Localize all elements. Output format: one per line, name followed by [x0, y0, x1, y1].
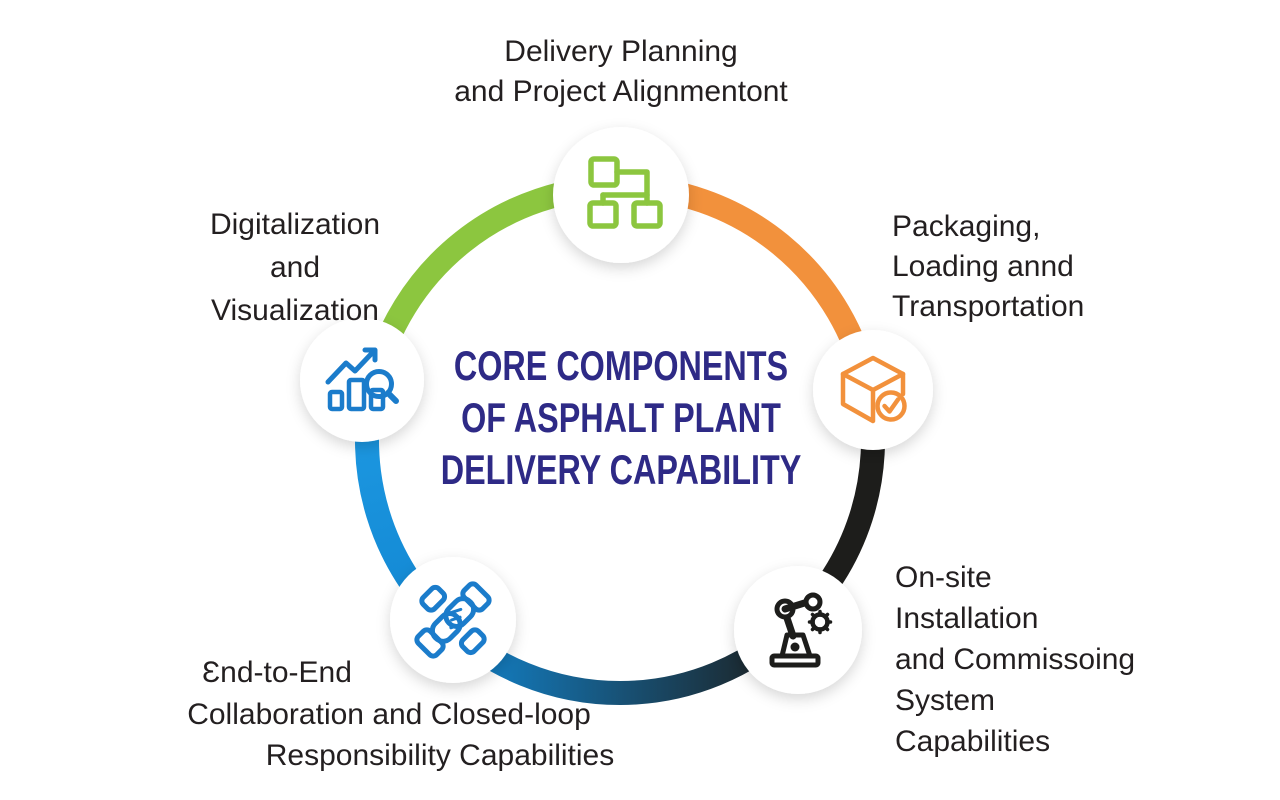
label-delivery-planning: Delivery Planning and Project Alignmento… [454, 32, 788, 112]
handshake-icon [414, 581, 492, 659]
label-end-to-end-line3: Responsibility Capabilities [265, 739, 615, 772]
label-packaging: Packaging, Loading annd Transportation [892, 207, 1084, 327]
diagram-title-line: CORE COMPONENTS [453, 342, 789, 389]
label-line: Visualization [211, 294, 379, 327]
label-line: and Commissoing [895, 643, 1136, 676]
label-line: System [895, 684, 996, 717]
analytics-magnifier-icon [325, 347, 399, 412]
diagram-title-line: DELIVERY CAPABILITY [440, 446, 802, 493]
label-end-to-end-line1: Ɛnd-to-End [202, 656, 352, 689]
label-line: and [269, 251, 321, 284]
sitemap-icon [587, 156, 663, 229]
label-line: Digitalization [209, 208, 381, 241]
label-line: Delivery Planning [504, 35, 738, 68]
label-line: Transportation [892, 290, 1085, 323]
label-line: Loading annd [892, 250, 1074, 283]
label-digitalization: Digitalization and Visualization [210, 203, 380, 332]
node-circle-onsite [734, 566, 862, 694]
label-onsite-installation: On-site Installation and Commissoing Sys… [895, 557, 1135, 762]
label-line: and Project Alignmentont [454, 75, 788, 108]
label-line: Installation [895, 602, 1039, 635]
label-line: On-site [895, 561, 992, 594]
package-check-icon [840, 355, 907, 424]
diagram-title-line: OF ASPHALT PLANT [461, 394, 781, 441]
diagram-title: CORE COMPONENTS OF ASPHALT PLANT DELIVER… [441, 340, 802, 496]
robot-arm-icon [769, 592, 833, 668]
label-line: Capabilities [895, 725, 1051, 758]
label-end-to-end-line2: Collaboration and Closed-loop [187, 698, 591, 731]
label-line: Packaging, [892, 210, 1041, 243]
